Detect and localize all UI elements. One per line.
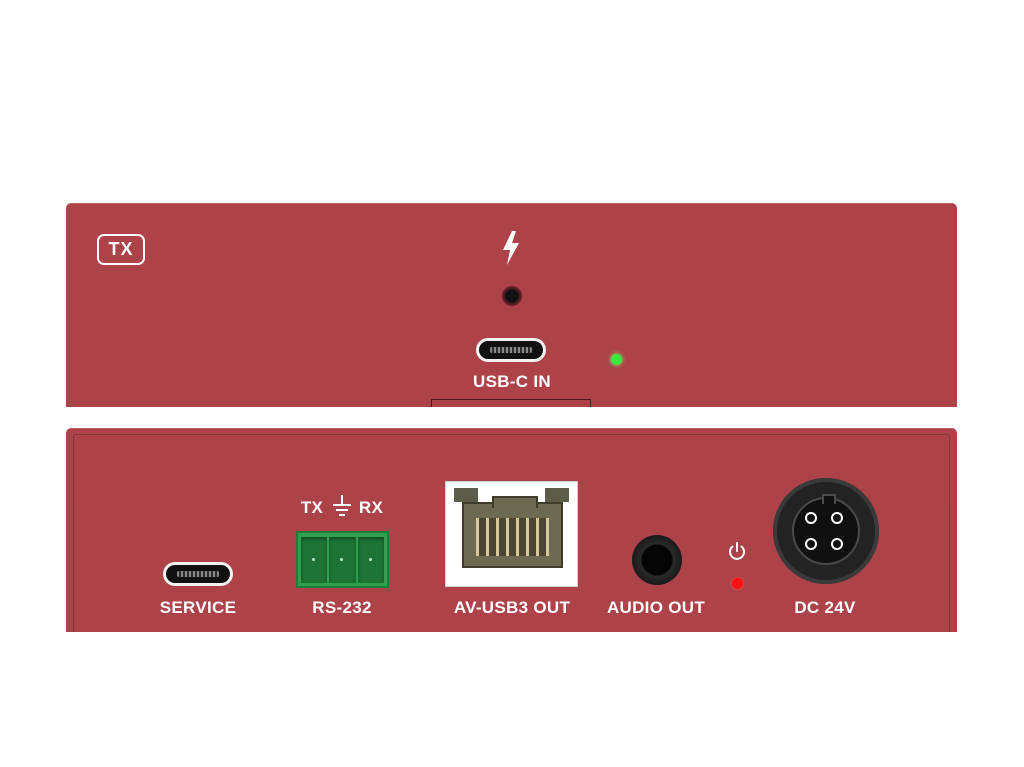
status-led xyxy=(611,354,622,365)
rs232-tx-label: TX xyxy=(300,498,324,517)
rear-panel: SERVICE TX RX RS-232 AV-USB3 OUT AUDIO O… xyxy=(66,428,957,632)
usb-c-in-port xyxy=(476,338,546,362)
av-usb3-rj45-port xyxy=(445,481,578,587)
power-led xyxy=(732,578,743,589)
rear-panel-inset xyxy=(73,434,950,632)
usb-c-in-label: USB-C IN xyxy=(473,372,551,391)
rs232-rx-label: RX xyxy=(358,498,384,517)
power-icon xyxy=(729,542,745,560)
dc-24v-connector xyxy=(773,478,879,584)
service-usb-c-port xyxy=(163,562,233,586)
tx-badge: TX xyxy=(97,234,145,265)
audio-out-label: AUDIO OUT xyxy=(606,598,706,617)
front-panel-tab xyxy=(431,399,591,407)
rs232-label: RS-232 xyxy=(312,598,372,617)
av-usb3-out-label: AV-USB3 OUT xyxy=(453,598,571,617)
ground-icon xyxy=(333,495,351,516)
audio-out-jack xyxy=(632,535,682,585)
front-panel: TX USB-C IN xyxy=(66,203,957,407)
rs232-terminal-block xyxy=(296,531,389,588)
lightning-icon xyxy=(503,231,519,265)
dc-24v-label: DC 24V xyxy=(794,598,856,617)
service-label: SERVICE xyxy=(159,598,237,617)
pinhole-reset-icon xyxy=(502,286,522,306)
